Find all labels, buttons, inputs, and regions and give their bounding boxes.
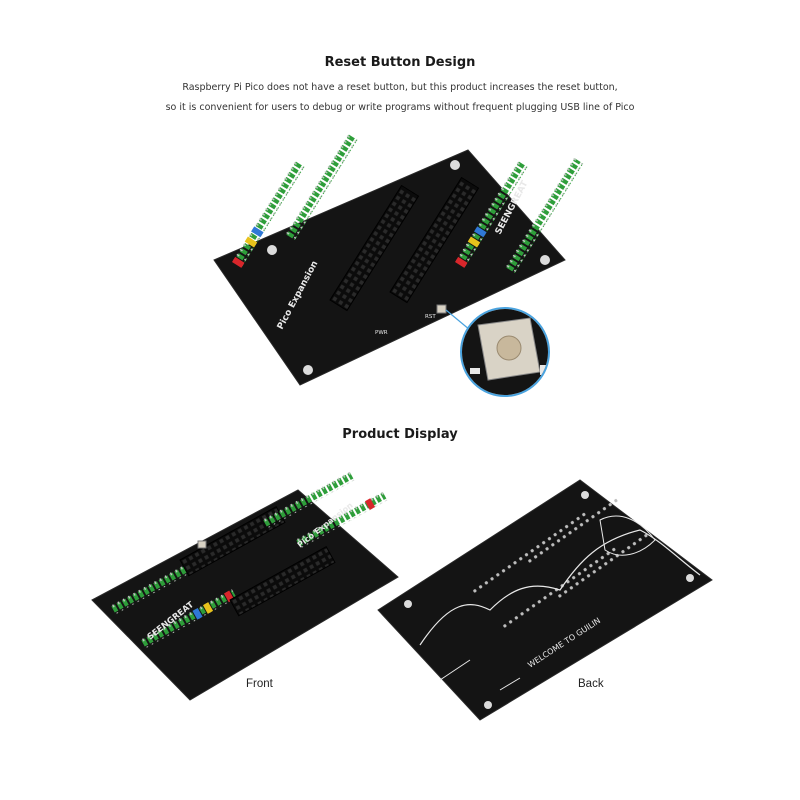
reset-button-design-title: Reset Button Design [324, 55, 476, 70]
expansion-board-back: WELCOME TO GUILIN [377, 479, 713, 721]
board-power-label: PWR [375, 330, 388, 336]
right-pin-header [505, 157, 584, 274]
reset-description-line-2: so it is convenient for users to debug o… [165, 102, 635, 113]
front-pin-header-4 [295, 491, 388, 549]
middle-left-pin-header [285, 133, 358, 241]
front-pin-header-2 [140, 589, 237, 649]
reset-description-line-1: Raspberry Pi Pico does not have a reset … [182, 82, 618, 93]
female-header-left [329, 184, 420, 312]
back-via-row-1 [470, 509, 589, 596]
product-display-title: Product Display [342, 427, 458, 442]
expansion-board-top-view: Pico Expansion SEENGREAT PWR RST [213, 133, 584, 386]
front-pin-header-3 [262, 471, 355, 529]
front-label: Front [246, 678, 273, 690]
reset-button-callout [445, 307, 550, 397]
expansion-board-front: SEENGREAT Pico Expansion [91, 471, 399, 701]
back-label: Back [578, 678, 604, 690]
back-via-row-2 [500, 544, 619, 631]
reset-button [436, 304, 447, 314]
board-reset-label: RST [425, 314, 436, 320]
front-female-header-2 [229, 545, 336, 617]
female-header-right [389, 176, 480, 304]
front-left-pin-header [110, 555, 207, 615]
